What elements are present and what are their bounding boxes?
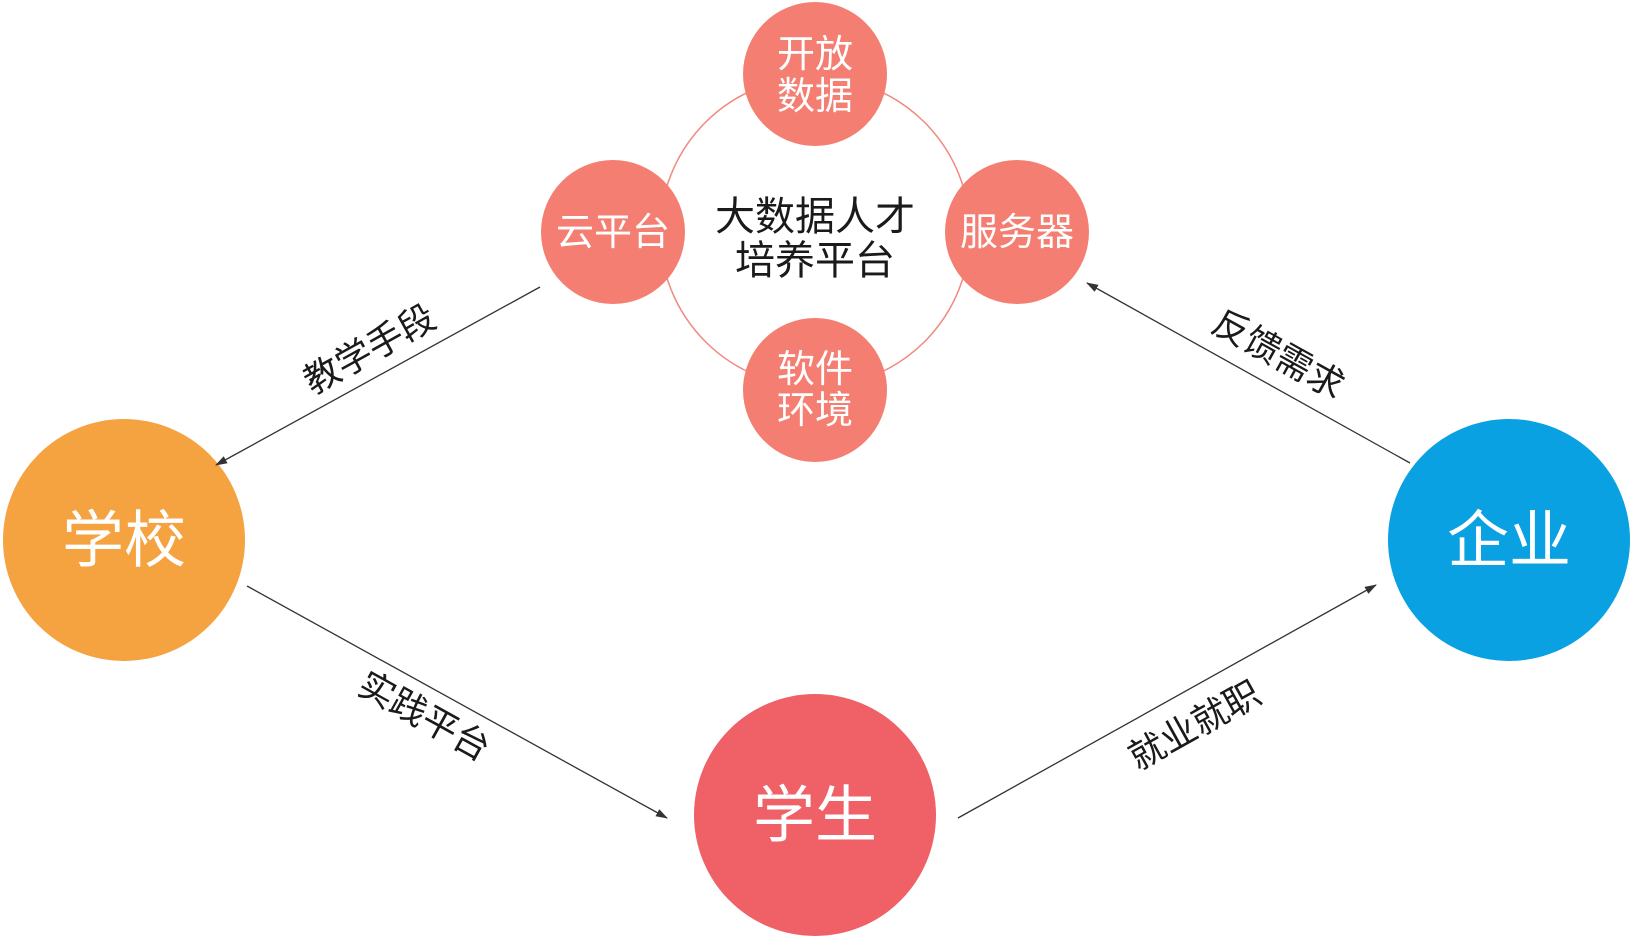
student-node: 学生 bbox=[694, 694, 936, 936]
software-env-circle bbox=[743, 318, 887, 462]
open-data-node: 开放 数据 bbox=[743, 2, 887, 146]
platform-title-line2: 培养平台 bbox=[735, 238, 895, 284]
open-data-circle bbox=[743, 2, 887, 146]
student-circle bbox=[694, 694, 936, 936]
school-label: 学校 bbox=[62, 504, 186, 577]
enterprise-label: 企业 bbox=[1447, 504, 1571, 577]
enterprise-node: 企业 bbox=[1388, 419, 1630, 661]
school-circle bbox=[3, 419, 245, 661]
feedback-arrow bbox=[1086, 282, 1411, 464]
employment-arrow bbox=[957, 584, 1377, 819]
software-env-node: 软件 环境 bbox=[743, 318, 887, 462]
student-label: 学生 bbox=[753, 779, 877, 852]
employment-label: 就业就职 bbox=[1122, 673, 1268, 779]
enterprise-circle bbox=[1388, 419, 1630, 661]
cloud-platform-label: 云平台 bbox=[556, 210, 670, 254]
software-env-label-line1: 软件 bbox=[777, 347, 853, 391]
teaching-label: 教学手段 bbox=[297, 297, 443, 403]
server-circle bbox=[945, 160, 1089, 304]
teaching-arrow bbox=[215, 286, 541, 466]
open-data-label-line2: 数据 bbox=[777, 74, 853, 118]
cloud-platform-node: 云平台 bbox=[541, 160, 685, 304]
school-node: 学校 bbox=[3, 419, 245, 661]
practice-arrow bbox=[246, 585, 668, 819]
server-node: 服务器 bbox=[945, 160, 1089, 304]
open-data-label-line1: 开放 bbox=[777, 32, 853, 76]
practice-label: 实践平台 bbox=[351, 664, 497, 770]
server-label: 服务器 bbox=[960, 210, 1074, 254]
cloud-platform-circle bbox=[541, 160, 685, 304]
platform-title-line1: 大数据人才 bbox=[715, 194, 915, 240]
software-env-label-line2: 环境 bbox=[777, 388, 853, 432]
feedback-label: 反馈需求 bbox=[1205, 302, 1351, 408]
